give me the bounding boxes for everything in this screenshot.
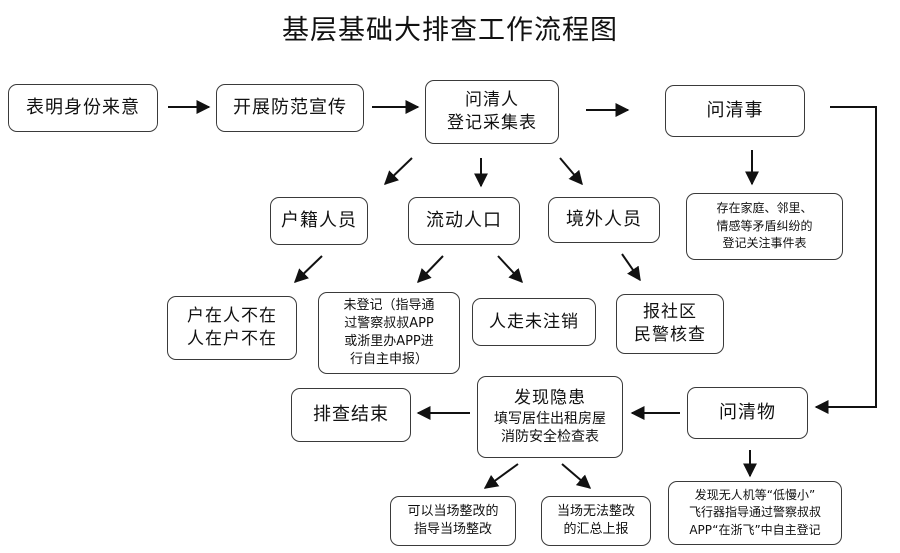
drone-box: 发现无人机等“低慢小” 飞行器指导通过警察叔叔 APP“在浙飞”中自主登记 [668, 481, 842, 545]
unregistered-line4: 行自主申报） [349, 352, 428, 368]
hazard-line2: 填写居住出租房屋 [494, 410, 606, 427]
household-mismatch-line1: 户在人不在 [187, 306, 277, 327]
identity-box: 表明身份来意 [8, 84, 158, 132]
page-title: 基层基础大排查工作流程图 [282, 15, 618, 46]
floating-box: 流动人口 [408, 197, 520, 245]
matters-detail-line3: 登记关注事件表 [722, 236, 807, 251]
arrow-askmatters-to-objects [814, 106, 877, 414]
fix-onsite-box: 可以当场整改的 指导当场整改 [390, 496, 516, 546]
foreign-box: 境外人员 [548, 197, 660, 243]
unregistered-line1: 未登记（指导通 [343, 297, 435, 313]
drone-line1: 发现无人机等“低慢小” [694, 487, 816, 502]
promote-box: 开展防范宣传 [216, 84, 364, 132]
ask-matters-label: 问清事 [706, 99, 764, 121]
arrow-askpeople-to-registered [383, 157, 413, 185]
drone-line3: APP“在浙飞”中自主登记 [689, 522, 821, 537]
fix-onsite-line1: 可以当场整改的 [407, 503, 499, 519]
report-police-line1: 报社区 [643, 302, 697, 323]
arrow-askpeople-to-foreign [559, 157, 583, 186]
identity-label: 表明身份来意 [26, 96, 140, 118]
unregistered-line2: 过警察叔叔APP [344, 315, 434, 331]
arrow-hazard-to-unfixable [561, 463, 592, 489]
unregistered-box: 未登记（指导通 过警察叔叔APP 或浙里办APP进 行自主申报） [318, 292, 460, 374]
drone-line2: 飞行器指导通过警察叔叔 [688, 505, 821, 520]
arrow-foreign-to-police [621, 253, 641, 282]
ask-people-box: 问清人 登记采集表 [425, 80, 559, 144]
arrow-floating-to-unregistered [417, 255, 444, 284]
promote-label: 开展防范宣传 [233, 96, 347, 118]
departed-box: 人走未注销 [472, 298, 596, 346]
registered-label: 户籍人员 [281, 209, 357, 231]
fix-onsite-line2: 指导当场整改 [413, 522, 492, 537]
floating-label: 流动人口 [426, 209, 502, 231]
matters-detail-box: 存在家庭、邻里、 情感等矛盾纠纷的 登记关注事件表 [686, 193, 843, 260]
ask-objects-label: 问清物 [719, 401, 776, 423]
ask-people-line1: 问清人 [465, 90, 519, 111]
matters-detail-line1: 存在家庭、邻里、 [716, 201, 813, 216]
household-mismatch-line2: 人在户不在 [187, 329, 277, 349]
report-police-box: 报社区 民警核查 [616, 294, 724, 354]
registered-box: 户籍人员 [270, 197, 368, 245]
report-unfixable-line2: 的汇总上报 [563, 522, 629, 537]
ask-people-line2: 登记采集表 [447, 113, 537, 133]
ask-matters-box: 问清事 [665, 85, 805, 137]
arrow-floating-to-departed [497, 255, 523, 284]
report-unfixable-box: 当场无法整改 的汇总上报 [541, 496, 651, 546]
arrow-registered-to-mismatch [293, 255, 323, 283]
check-end-label: 排查结束 [313, 403, 389, 425]
foreign-label: 境外人员 [566, 208, 642, 230]
ask-objects-box: 问清物 [687, 387, 808, 439]
hazard-box: 发现隐患 填写居住出租房屋 消防安全检查表 [477, 376, 623, 458]
unregistered-line3: 或浙里办APP进 [344, 334, 434, 349]
hazard-line1: 发现隐患 [514, 387, 586, 408]
household-mismatch-box: 户在人不在 人在户不在 [167, 296, 297, 360]
check-end-box: 排查结束 [291, 388, 411, 442]
matters-detail-line2: 情感等矛盾纠纷的 [716, 218, 813, 233]
arrow-hazard-to-fixonsite [483, 463, 519, 489]
hazard-line3: 消防安全检查表 [501, 429, 599, 446]
departed-label: 人走未注销 [489, 311, 579, 332]
report-unfixable-line1: 当场无法整改 [556, 503, 635, 519]
report-police-line2: 民警核查 [634, 325, 706, 345]
